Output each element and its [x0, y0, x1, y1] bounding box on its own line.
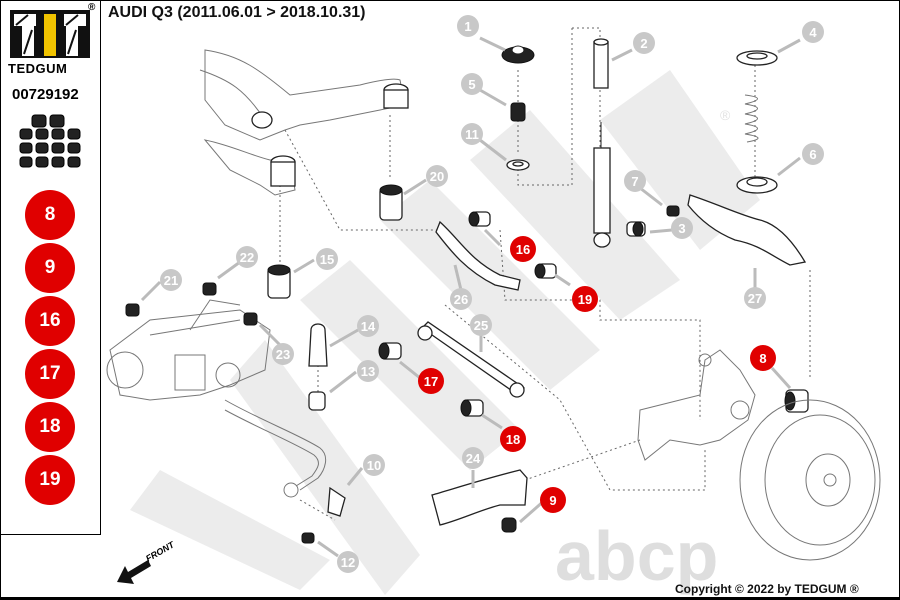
callout-3[interactable]: 3	[671, 217, 693, 239]
callout-27[interactable]: 27	[744, 287, 766, 309]
callout-16[interactable]: 16	[510, 236, 536, 262]
callout-20-label: 20	[430, 169, 444, 184]
callout-11[interactable]: 11	[461, 123, 483, 145]
brand-name: TEDGUM	[8, 61, 68, 76]
callout-5-label: 5	[468, 77, 475, 92]
kit-badge-8[interactable]: 8	[25, 190, 75, 240]
callout-20[interactable]: 20	[426, 165, 448, 187]
red-callouts: 8 9 16 17 18 19	[418, 236, 776, 513]
callout-8[interactable]: 8	[750, 345, 776, 371]
grey-callouts: 1 2 3 4 5 6 7 10 11 12 13 14 15 20 21 22…	[160, 15, 824, 573]
callout-1-label: 1	[464, 19, 471, 34]
callout-14[interactable]: 14	[357, 315, 379, 337]
callout-17[interactable]: 17	[418, 368, 444, 394]
callout-25[interactable]: 25	[470, 314, 492, 336]
callout-21[interactable]: 21	[160, 269, 182, 291]
callout-10-label: 10	[367, 458, 381, 473]
callout-2[interactable]: 2	[633, 32, 655, 54]
watermark-abcp: abcp	[555, 517, 718, 595]
callout-10[interactable]: 10	[363, 454, 385, 476]
callout-15-label: 15	[320, 252, 334, 267]
callout-5[interactable]: 5	[461, 73, 483, 95]
callout-23-label: 23	[276, 347, 290, 362]
callout-7-label: 7	[631, 174, 638, 189]
callout-12[interactable]: 12	[337, 551, 359, 573]
kit-badge-9[interactable]: 9	[25, 243, 75, 293]
watermark-registered-icon: ®	[720, 107, 731, 123]
callout-1[interactable]: 1	[457, 15, 479, 37]
callout-17-label: 17	[424, 374, 438, 389]
callout-2-label: 2	[640, 36, 647, 51]
tedgum-logo-icon	[10, 10, 90, 58]
callout-3-label: 3	[678, 221, 685, 236]
callout-6-label: 6	[809, 147, 816, 162]
kit-badge-16[interactable]: 16	[25, 296, 75, 346]
callout-6[interactable]: 6	[802, 143, 824, 165]
callout-9-label: 9	[549, 493, 556, 508]
callout-13-label: 13	[361, 364, 375, 379]
front-direction-indicator: FRONT	[117, 539, 177, 584]
callout-24[interactable]: 24	[462, 447, 484, 469]
part-number: 00729192	[12, 86, 79, 103]
callout-4[interactable]: 4	[802, 21, 824, 43]
callout-15[interactable]: 15	[316, 248, 338, 270]
callout-26[interactable]: 26	[450, 288, 472, 310]
subframe-drawing	[199, 49, 409, 196]
vehicle-title: AUDI Q3 (2011.06.01 > 2018.10.31)	[108, 4, 366, 21]
callout-25-label: 25	[474, 318, 488, 333]
differential-drawing	[106, 299, 271, 401]
watermark: abcp ®	[130, 70, 760, 595]
kit-badge-17[interactable]: 17	[25, 349, 75, 399]
callout-16-label: 16	[516, 242, 530, 257]
callout-18-label: 18	[506, 432, 520, 447]
kit-info-panel: ® TEDGUM 00729192 8 9 16 17 18 19	[0, 0, 101, 535]
callout-13[interactable]: 13	[357, 360, 379, 382]
callout-4-label: 4	[809, 25, 817, 40]
front-label: FRONT	[144, 539, 177, 564]
kit-badge-19[interactable]: 19	[25, 455, 75, 505]
front-arrow-icon	[117, 560, 151, 584]
callout-14-label: 14	[361, 319, 376, 334]
callout-8-label: 8	[759, 351, 766, 366]
kit-badge-18[interactable]: 18	[25, 402, 75, 452]
callout-26-label: 26	[454, 292, 468, 307]
callout-11-label: 11	[465, 127, 479, 142]
bushing-kit-thumbnail	[19, 114, 81, 168]
callout-24-label: 24	[466, 451, 481, 466]
registered-mark: ®	[88, 2, 96, 13]
copyright-notice: Copyright © 2022 by TEDGUM ®	[675, 582, 859, 596]
callout-9[interactable]: 9	[540, 487, 566, 513]
parts	[125, 38, 881, 561]
callout-19-label: 19	[578, 292, 592, 307]
callout-23[interactable]: 23	[272, 343, 294, 365]
bottom-border	[0, 597, 900, 599]
callout-27-label: 27	[748, 291, 762, 306]
callout-18[interactable]: 18	[500, 426, 526, 452]
callout-22[interactable]: 22	[236, 246, 258, 268]
callout-22-label: 22	[240, 250, 254, 265]
callout-21-label: 21	[164, 273, 178, 288]
stabilizer-bar-drawing	[224, 399, 327, 498]
callout-7[interactable]: 7	[624, 170, 646, 192]
callout-19[interactable]: 19	[572, 286, 598, 312]
callout-12-label: 12	[341, 555, 355, 570]
